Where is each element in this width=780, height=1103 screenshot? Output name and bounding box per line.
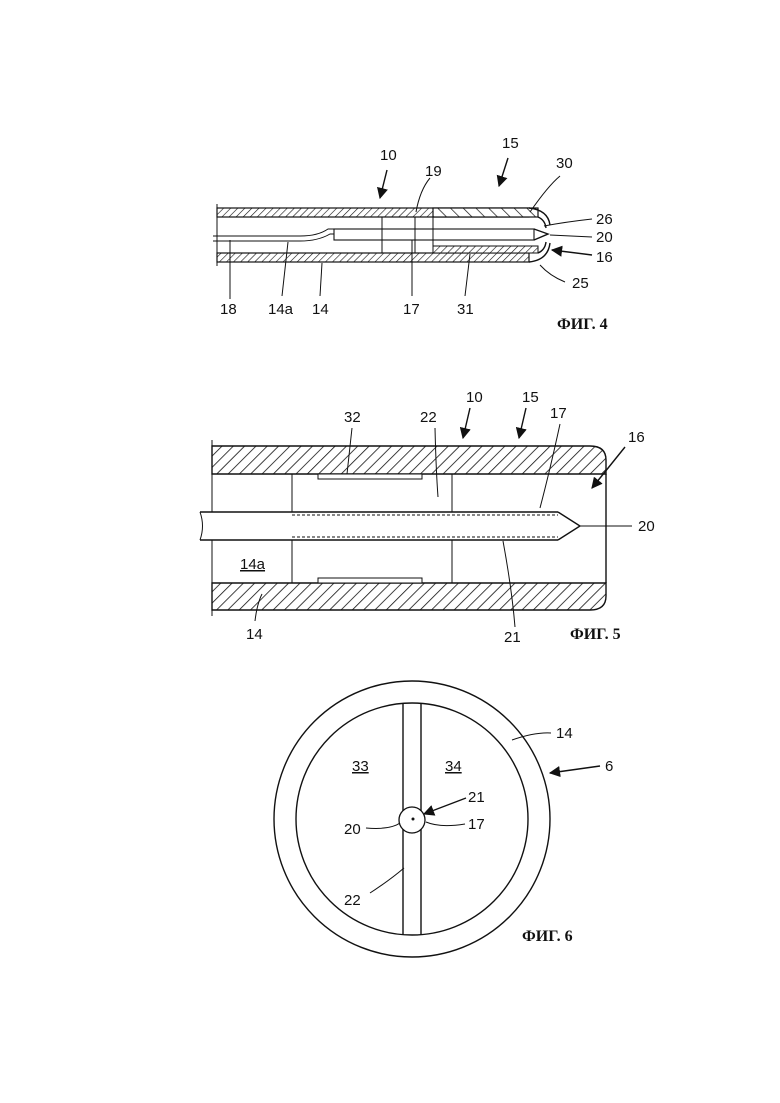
fig4-wire-14a <box>213 229 340 236</box>
figure-5: 32 22 10 15 17 16 20 14a 14 21 ФИГ. 5 <box>200 389 655 646</box>
fig6-label-6: 6 <box>605 758 613 775</box>
fig5-label-17: 17 <box>550 405 567 422</box>
fig4-label-10: 10 <box>380 147 397 164</box>
fig4-tip-top <box>433 208 538 217</box>
fig5-label-10: 10 <box>466 389 483 406</box>
fig5-top-wall <box>212 446 606 474</box>
fig4-label-26: 26 <box>596 211 613 228</box>
fig5-plate-32-bottom <box>318 578 422 583</box>
fig5-label-16: 16 <box>628 429 645 446</box>
fig5-label-32: 32 <box>344 409 361 426</box>
fig5-plate-32-top <box>318 474 422 479</box>
fig5-label-21: 21 <box>504 629 521 646</box>
fig6-label-33: 33 <box>352 758 369 775</box>
fig5-bottom-wall <box>212 583 606 610</box>
fig4-caption: ФИГ. 4 <box>557 316 608 333</box>
fig6-label-34: 34 <box>445 758 462 775</box>
fig5-electrode-17 <box>200 512 558 540</box>
fig6-label-14: 14 <box>556 725 573 742</box>
figure-6: 14 6 33 34 21 20 17 22 ФИГ. 6 <box>274 681 613 957</box>
fig4-label-31: 31 <box>457 301 474 318</box>
fig4-label-18: 18 <box>220 301 237 318</box>
fig4-bottom-wall <box>217 253 529 262</box>
fig4-label-15: 15 <box>502 135 519 152</box>
fig5-label-14: 14 <box>246 626 263 643</box>
fig6-label-17: 17 <box>468 816 485 833</box>
fig6-label-20: 20 <box>344 821 361 838</box>
fig5-electrode-tip-20 <box>558 512 580 540</box>
fig4-label-20: 20 <box>596 229 613 246</box>
fig6-caption: ФИГ. 6 <box>522 928 573 945</box>
fig4-electrode-tip-20 <box>534 229 548 240</box>
fig6-label-22: 22 <box>344 892 361 909</box>
fig4-label-25: 25 <box>572 275 589 292</box>
fig5-caption: ФИГ. 5 <box>570 626 621 643</box>
figure-4: 10 15 19 30 26 20 16 25 18 14a 14 17 31 … <box>213 135 613 333</box>
fig4-label-19: 19 <box>425 163 442 180</box>
fig6-label-21: 21 <box>468 789 485 806</box>
fig5-label-15: 15 <box>522 389 539 406</box>
fig4-label-14a: 14a <box>268 301 294 318</box>
fig4-label-17: 17 <box>403 301 420 318</box>
fig4-label-16: 16 <box>596 249 613 266</box>
fig4-label-30: 30 <box>556 155 573 172</box>
fig4-label-14: 14 <box>312 301 329 318</box>
fig5-label-20: 20 <box>638 518 655 535</box>
fig4-insert-31 <box>433 246 538 253</box>
fig5-label-22: 22 <box>420 409 437 426</box>
fig4-electrode-17 <box>334 229 534 240</box>
fig5-label-14a: 14a <box>240 556 266 573</box>
